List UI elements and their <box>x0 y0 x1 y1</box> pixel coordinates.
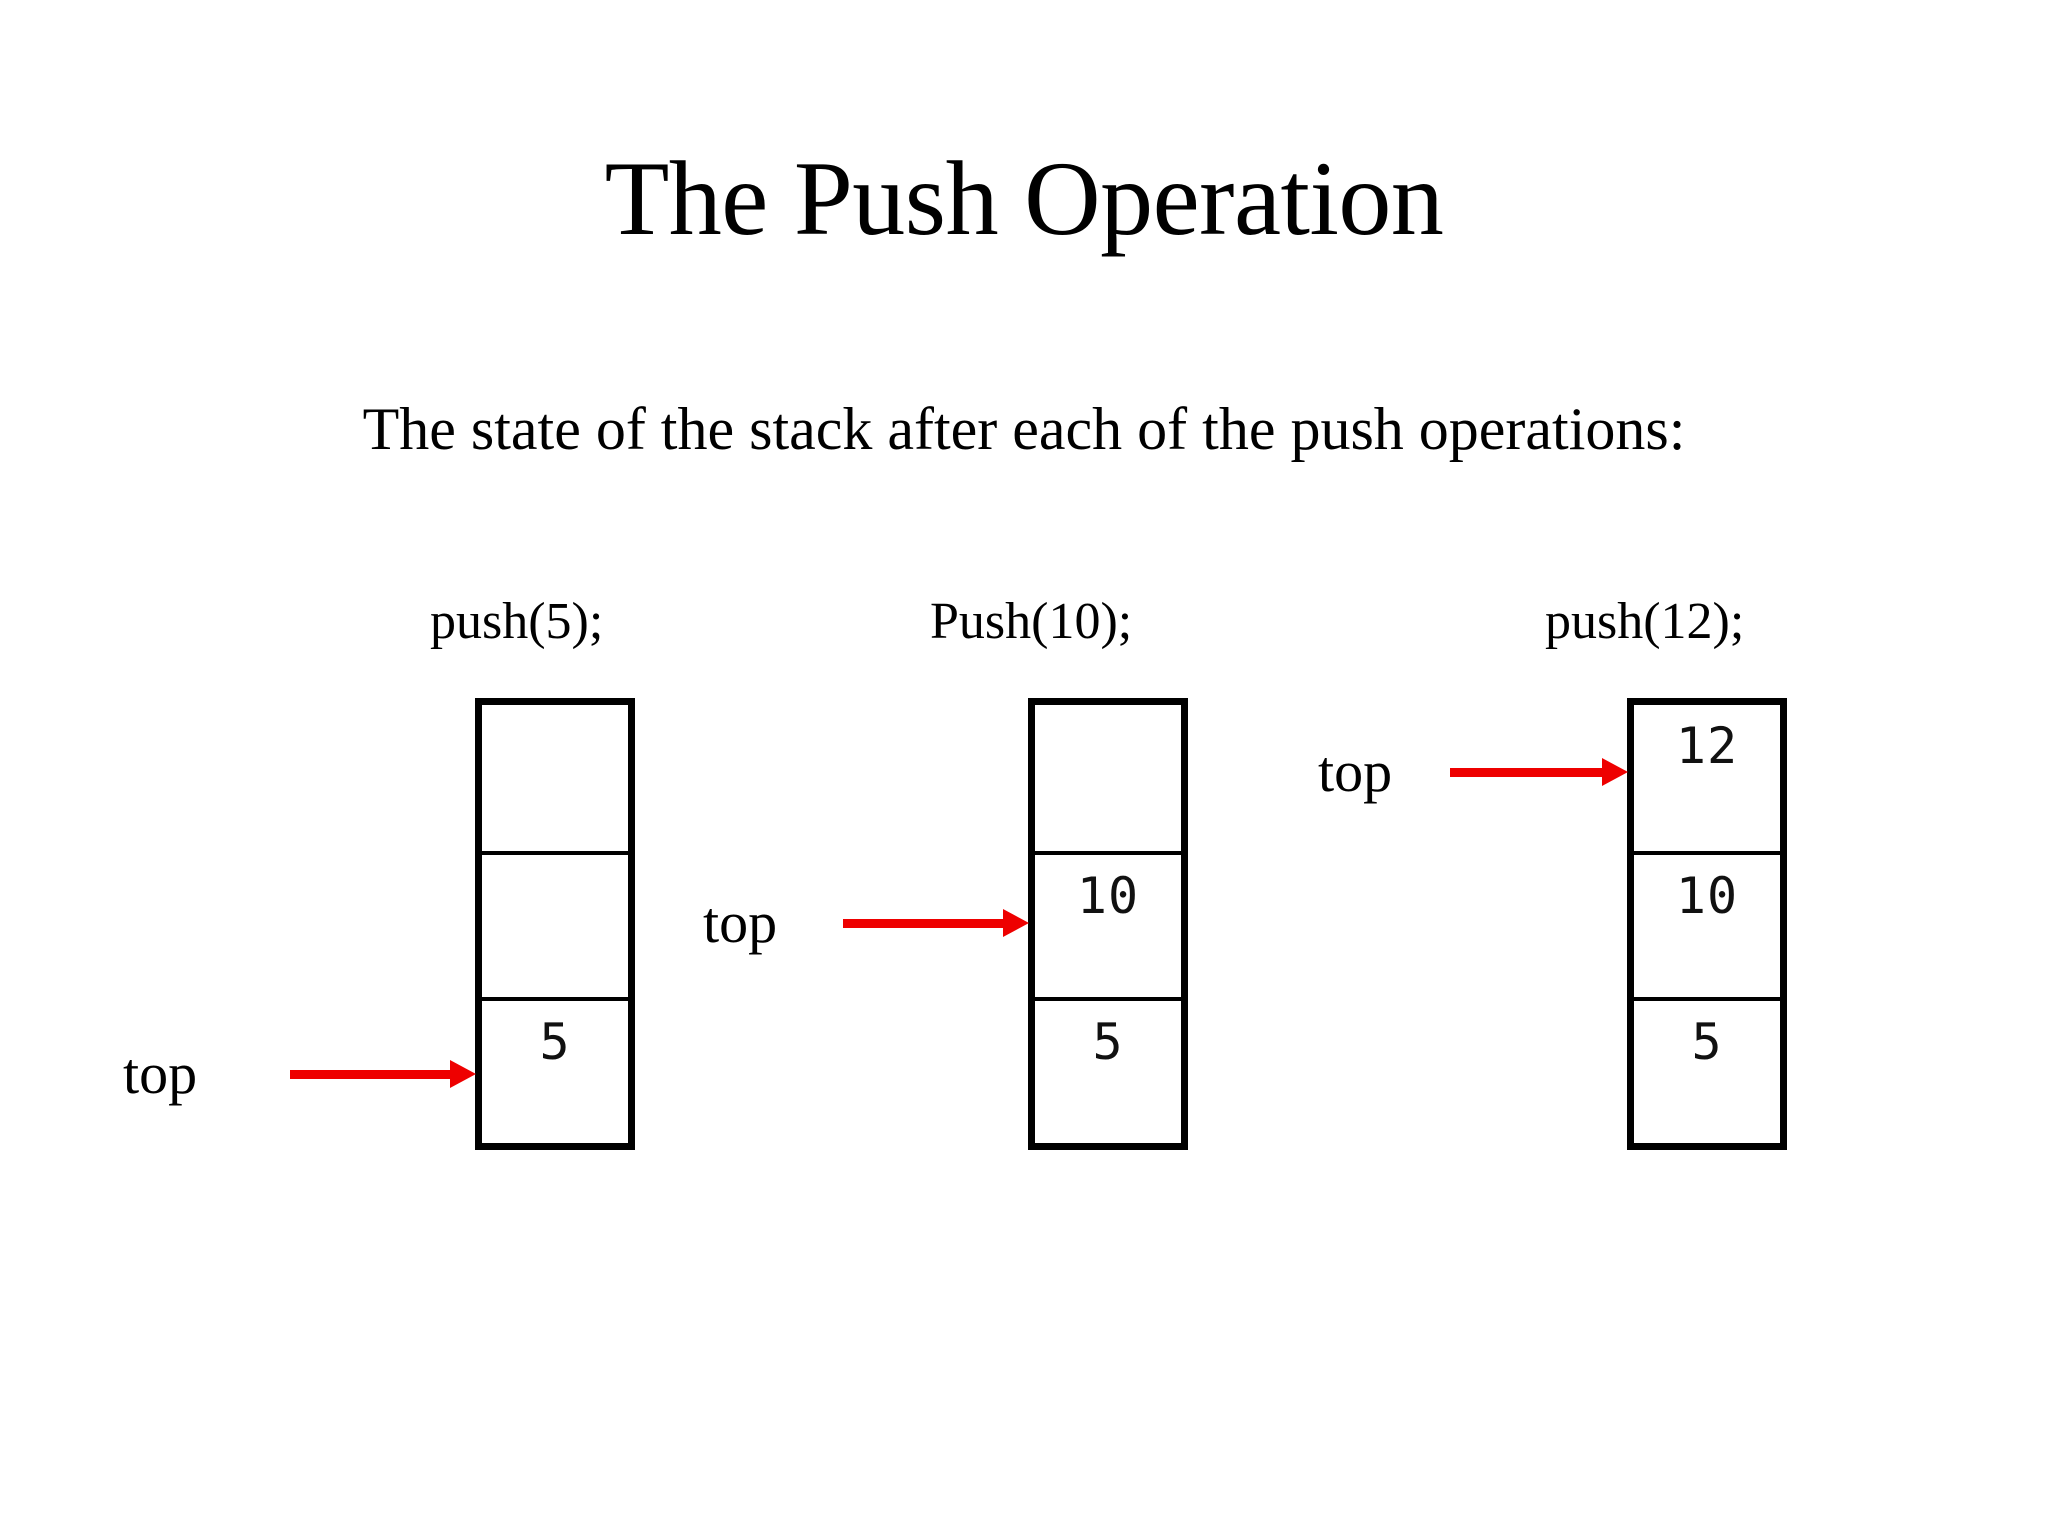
arrow-right-icon <box>843 909 1029 937</box>
page-title: The Push Operation <box>604 140 1444 257</box>
stack-cell-1-bottom: 5 <box>482 997 628 1143</box>
stack-cell-value: 10 <box>1675 867 1739 925</box>
top-pointer-label: top <box>1318 739 1393 804</box>
top-pointer-3: top <box>1318 739 1628 804</box>
stack-cell-3-top: 12 <box>1634 705 1780 851</box>
top-pointer-label: top <box>123 1041 198 1106</box>
stack-cell-1-middle <box>482 851 628 997</box>
stack-cell-2-bottom: 5 <box>1035 997 1181 1143</box>
arrow-right-icon <box>1450 758 1628 786</box>
arrow-right-icon <box>290 1060 476 1088</box>
top-pointer-1: top <box>123 1041 476 1106</box>
stack-box-2: 10 5 <box>1028 698 1188 1150</box>
operation-label-push-10: Push(10); <box>930 593 1133 650</box>
operation-label-push-12: push(12); <box>1545 593 1745 650</box>
stack-cell-value: 5 <box>1691 1013 1723 1071</box>
stack-cell-3-bottom: 5 <box>1634 997 1780 1143</box>
stack-cell-value: 10 <box>1076 867 1140 925</box>
stack-box-3: 12 10 5 <box>1627 698 1787 1150</box>
stack-cell-3-middle: 10 <box>1634 851 1780 997</box>
stack-box-1: 5 <box>475 698 635 1150</box>
slide-subtitle: The state of the stack after each of the… <box>362 396 1686 462</box>
stack-cell-2-middle: 10 <box>1035 851 1181 997</box>
top-pointer-2: top <box>703 890 1029 955</box>
stack-cell-1-top <box>482 705 628 851</box>
stack-cell-value: 5 <box>539 1013 571 1071</box>
stack-cell-2-top <box>1035 705 1181 851</box>
top-pointer-label: top <box>703 890 778 955</box>
stack-cell-value: 5 <box>1092 1013 1124 1071</box>
stack-cell-value: 12 <box>1675 717 1739 775</box>
operation-label-push-5: push(5); <box>430 593 604 650</box>
